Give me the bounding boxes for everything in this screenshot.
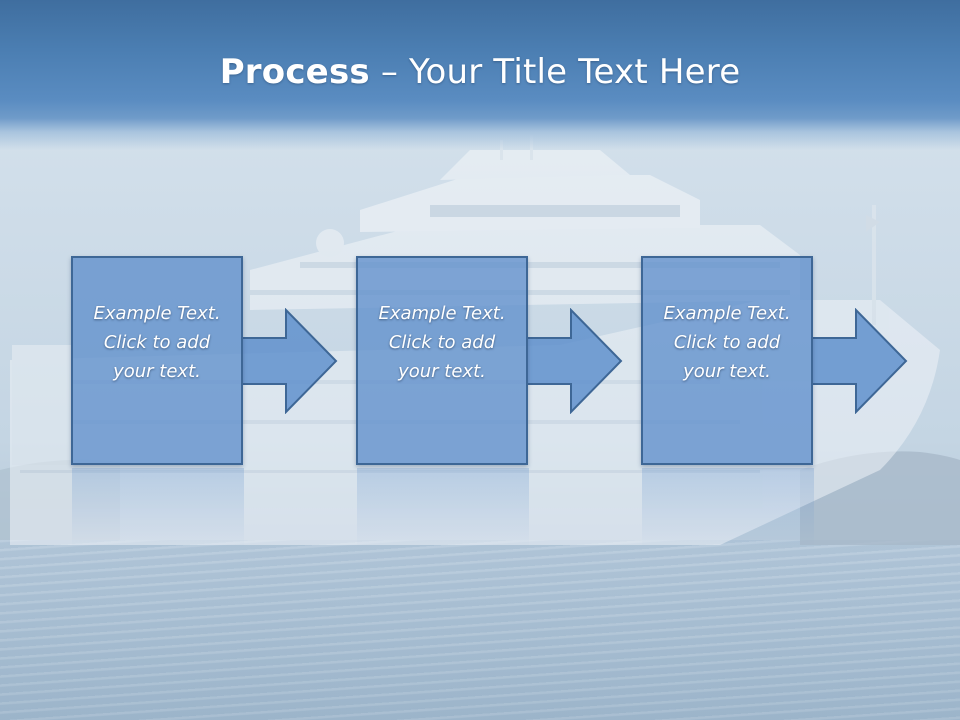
step-2-text: Example Text. Click to add your text. [378, 303, 506, 382]
step-2-box[interactable]: Example Text. Click to add your text. [356, 256, 528, 465]
step-3-box[interactable]: Example Text. Click to add your text. [641, 256, 813, 465]
step-1-text: Example Text. Click to add your text. [93, 303, 221, 382]
step-3-text: Example Text. Click to add your text. [663, 303, 791, 382]
step-1-reflection [72, 468, 244, 548]
step-1-box[interactable]: Example Text. Click to add your text. [71, 256, 243, 465]
step-3-reflection [642, 468, 814, 548]
step-2-reflection [357, 468, 529, 548]
sea-background [0, 540, 960, 720]
title-band [0, 0, 960, 150]
title-rest: – Your Title Text Here [369, 52, 741, 92]
arrow-right-icon [527, 308, 623, 414]
slide-title[interactable]: Process – Your Title Text Here [0, 52, 960, 92]
arrow-right-icon [242, 308, 338, 414]
title-bold: Process [219, 52, 370, 92]
arrow-right-icon [812, 308, 908, 414]
